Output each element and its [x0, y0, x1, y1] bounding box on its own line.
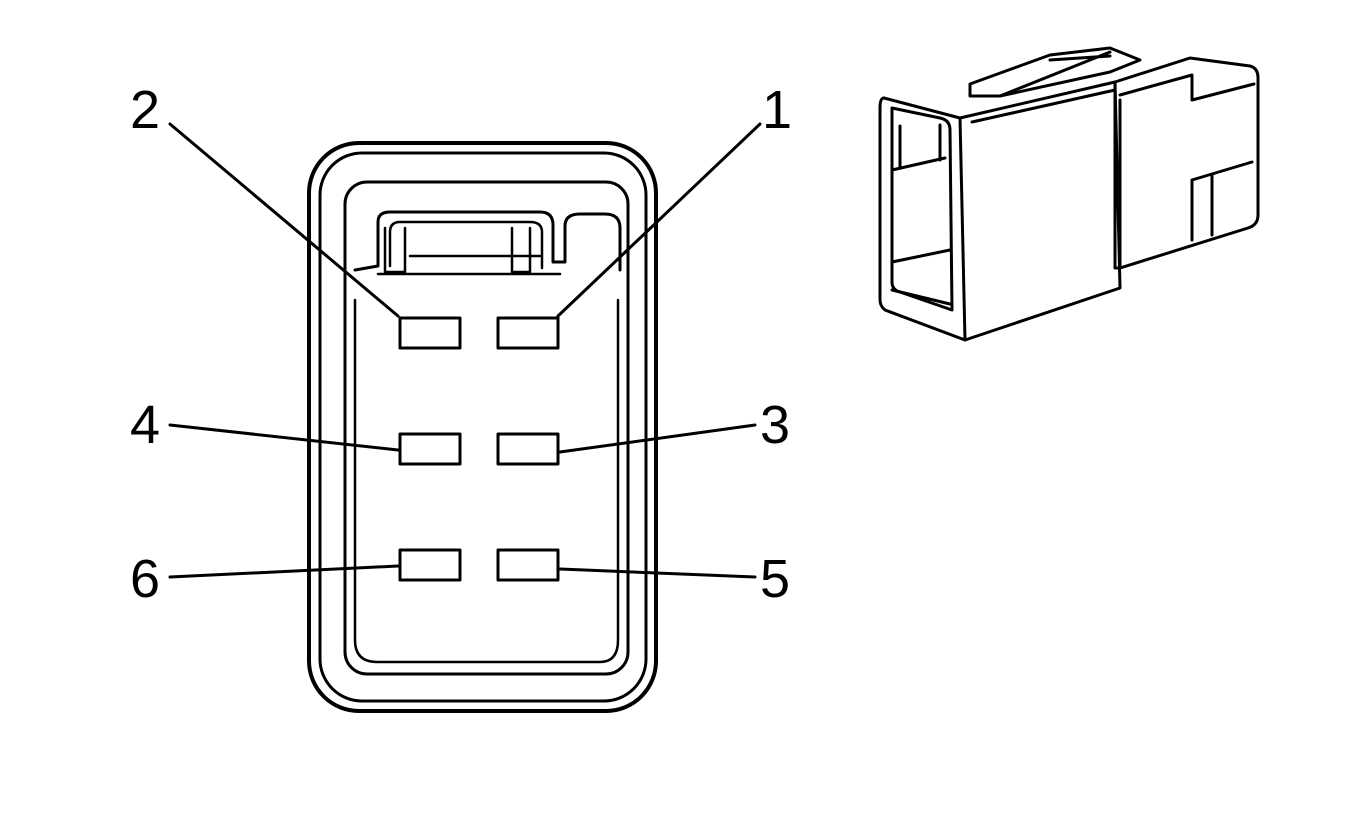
pin-label-3: 3: [760, 395, 790, 455]
connector-opening-inner: [890, 156, 952, 306]
pin-label-2: 2: [130, 80, 160, 140]
connector-opening-rib: [898, 123, 942, 170]
leader-line-5: [558, 567, 757, 579]
pin-label-1: 1: [762, 80, 792, 140]
connector-lock-ramp-edge: [998, 50, 1112, 98]
connector-outer-housing-inner-edge: [318, 151, 648, 703]
connector-lock-ramp: [968, 46, 1142, 98]
pin-label-5: 5: [760, 549, 790, 609]
connector-rear-body: [1113, 56, 1260, 270]
terminal-cavity-3: [496, 432, 560, 466]
connector-latch-slot-right: [510, 226, 532, 274]
leader-line-4: [168, 423, 400, 452]
leader-line-1: [556, 122, 762, 318]
connector-rear-step: [1118, 73, 1256, 270]
connector-front-face: [958, 116, 967, 342]
leader-line-2: [168, 122, 400, 318]
leader-line-3: [558, 423, 757, 454]
connector-rear-lug: [1190, 160, 1254, 242]
connector-latch: [353, 210, 622, 272]
connector-latch-slot-left: [383, 226, 407, 274]
connector-outer-housing: [307, 141, 658, 713]
terminal-cavity-1: [496, 316, 560, 350]
connector-side-edge: [970, 88, 1117, 124]
terminal-cavity-4: [398, 432, 462, 466]
pin-labels: 2 1 4 3 6 5: [130, 80, 792, 609]
connector-latch-inner: [388, 220, 544, 270]
leader-line-6: [168, 564, 400, 579]
connector-inner-cavity: [343, 180, 630, 676]
terminal-cavity-6: [398, 548, 462, 582]
connector-front-view: [168, 122, 762, 713]
pin-label-6: 6: [130, 549, 160, 609]
connector-inner-cavity-edge: [353, 298, 620, 664]
terminal-cavity-2: [398, 316, 462, 350]
connector-latch-base: [376, 254, 562, 276]
pin-label-4: 4: [130, 395, 160, 455]
connector-perspective-view: [878, 46, 1260, 342]
connector-opening: [890, 106, 954, 312]
connector-front-frame: [878, 80, 1122, 342]
terminal-cavity-5: [496, 548, 560, 582]
